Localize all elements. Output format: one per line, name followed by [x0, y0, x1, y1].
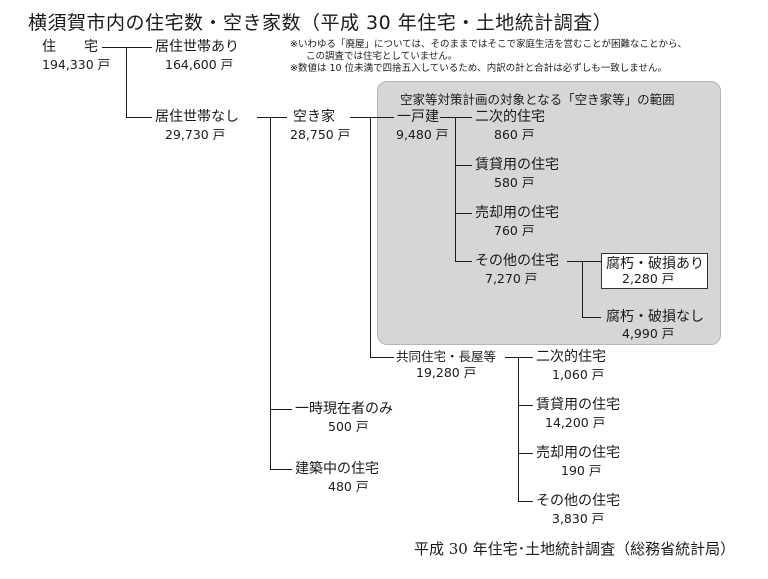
node-damaged-no-value: 4,990 戸	[622, 326, 675, 341]
node-detached-value: 9,480 戸	[396, 127, 449, 142]
connector	[126, 117, 152, 119]
node-apartment-value: 19,280 戸	[416, 365, 477, 380]
node-apt-other-value: 3,830 戸	[552, 511, 605, 526]
connector	[126, 47, 152, 49]
node-det-other-value: 7,270 戸	[485, 271, 538, 286]
note-line-2: この調査では住宅としていません。	[306, 51, 458, 62]
connector	[455, 261, 472, 263]
connector	[518, 453, 533, 455]
node-det-secondary-label: 二次的住宅	[475, 109, 545, 125]
vacant-house-scope-area	[377, 81, 721, 345]
node-construction-label: 建築中の住宅	[295, 461, 379, 477]
diagram-title: 横須賀市内の住宅数・空き家数（平成 30 年住宅・土地統計調査）	[28, 12, 613, 34]
node-apt-secondary-value: 1,060 戸	[552, 367, 605, 382]
node-vacant-label: 空き家	[293, 109, 335, 125]
connector	[518, 357, 520, 501]
node-apt-other-label: その他の住宅	[536, 493, 620, 509]
node-unoccupied-value: 29,730 戸	[165, 127, 226, 142]
connector	[518, 405, 533, 407]
connector	[455, 117, 457, 261]
note-line-1: ※いわゆる「廃屋」については、そのままではそこで家庭生活を営むことが困難なことか…	[290, 39, 687, 50]
node-det-sale-value: 760 戸	[494, 223, 535, 238]
connector	[270, 469, 292, 471]
node-construction-value: 480 戸	[328, 479, 369, 494]
scope-area-caption: 空家等対策計画の対象となる「空き家等」の範囲	[400, 92, 675, 107]
node-total-label: 住 宅	[42, 39, 98, 55]
connector	[270, 409, 292, 411]
node-apartment-label: 共同住宅・長屋等	[396, 349, 497, 364]
note-line-3: ※数値は 10 位未満で四捨五入しているため、内訳の計と合計は必ずしも一致しませ…	[290, 63, 668, 74]
connector	[126, 47, 128, 117]
connector	[102, 47, 126, 49]
node-detached-label: 一戸建	[397, 109, 439, 125]
node-damaged-no-label: 腐朽・破損なし	[606, 309, 704, 325]
connector	[370, 117, 394, 119]
connector	[567, 261, 601, 263]
connector	[582, 317, 601, 319]
node-apt-rental-label: 賃貸用の住宅	[536, 397, 620, 413]
node-vacant-value: 28,750 戸	[290, 127, 351, 142]
damaged-highlight-box	[601, 253, 708, 289]
node-temporary-value: 500 戸	[328, 419, 369, 434]
connector	[455, 213, 472, 215]
node-total-value: 194,330 戸	[42, 57, 111, 72]
source-credit: 平成 30 年住宅･土地統計調査（総務省統計局）	[414, 540, 736, 558]
connector	[370, 117, 372, 357]
node-damaged-yes-value: 2,280 戸	[622, 271, 675, 286]
node-det-other-label: その他の住宅	[475, 253, 559, 269]
node-apt-rental-value: 14,200 戸	[545, 415, 606, 430]
connector	[257, 117, 287, 119]
connector	[270, 117, 272, 469]
node-det-secondary-value: 860 戸	[494, 127, 535, 142]
node-occupied-label: 居住世帯あり	[155, 39, 239, 55]
node-occupied-value: 164,600 戸	[165, 57, 234, 72]
connector	[350, 117, 370, 119]
node-apt-sale-label: 売却用の住宅	[536, 445, 620, 461]
node-damaged-yes-label: 腐朽・破損あり	[606, 256, 704, 272]
node-apt-secondary-label: 二次的住宅	[536, 349, 606, 365]
node-unoccupied-label: 居住世帯なし	[155, 109, 239, 125]
node-det-rental-label: 賃貸用の住宅	[475, 157, 559, 173]
connector	[370, 357, 394, 359]
node-temporary-label: 一時現在者のみ	[295, 401, 393, 417]
node-apt-sale-value: 190 戸	[561, 463, 602, 478]
connector	[455, 165, 472, 167]
connector	[582, 261, 584, 317]
node-det-rental-value: 580 戸	[494, 175, 535, 190]
node-det-sale-label: 売却用の住宅	[475, 205, 559, 221]
connector	[518, 501, 533, 503]
